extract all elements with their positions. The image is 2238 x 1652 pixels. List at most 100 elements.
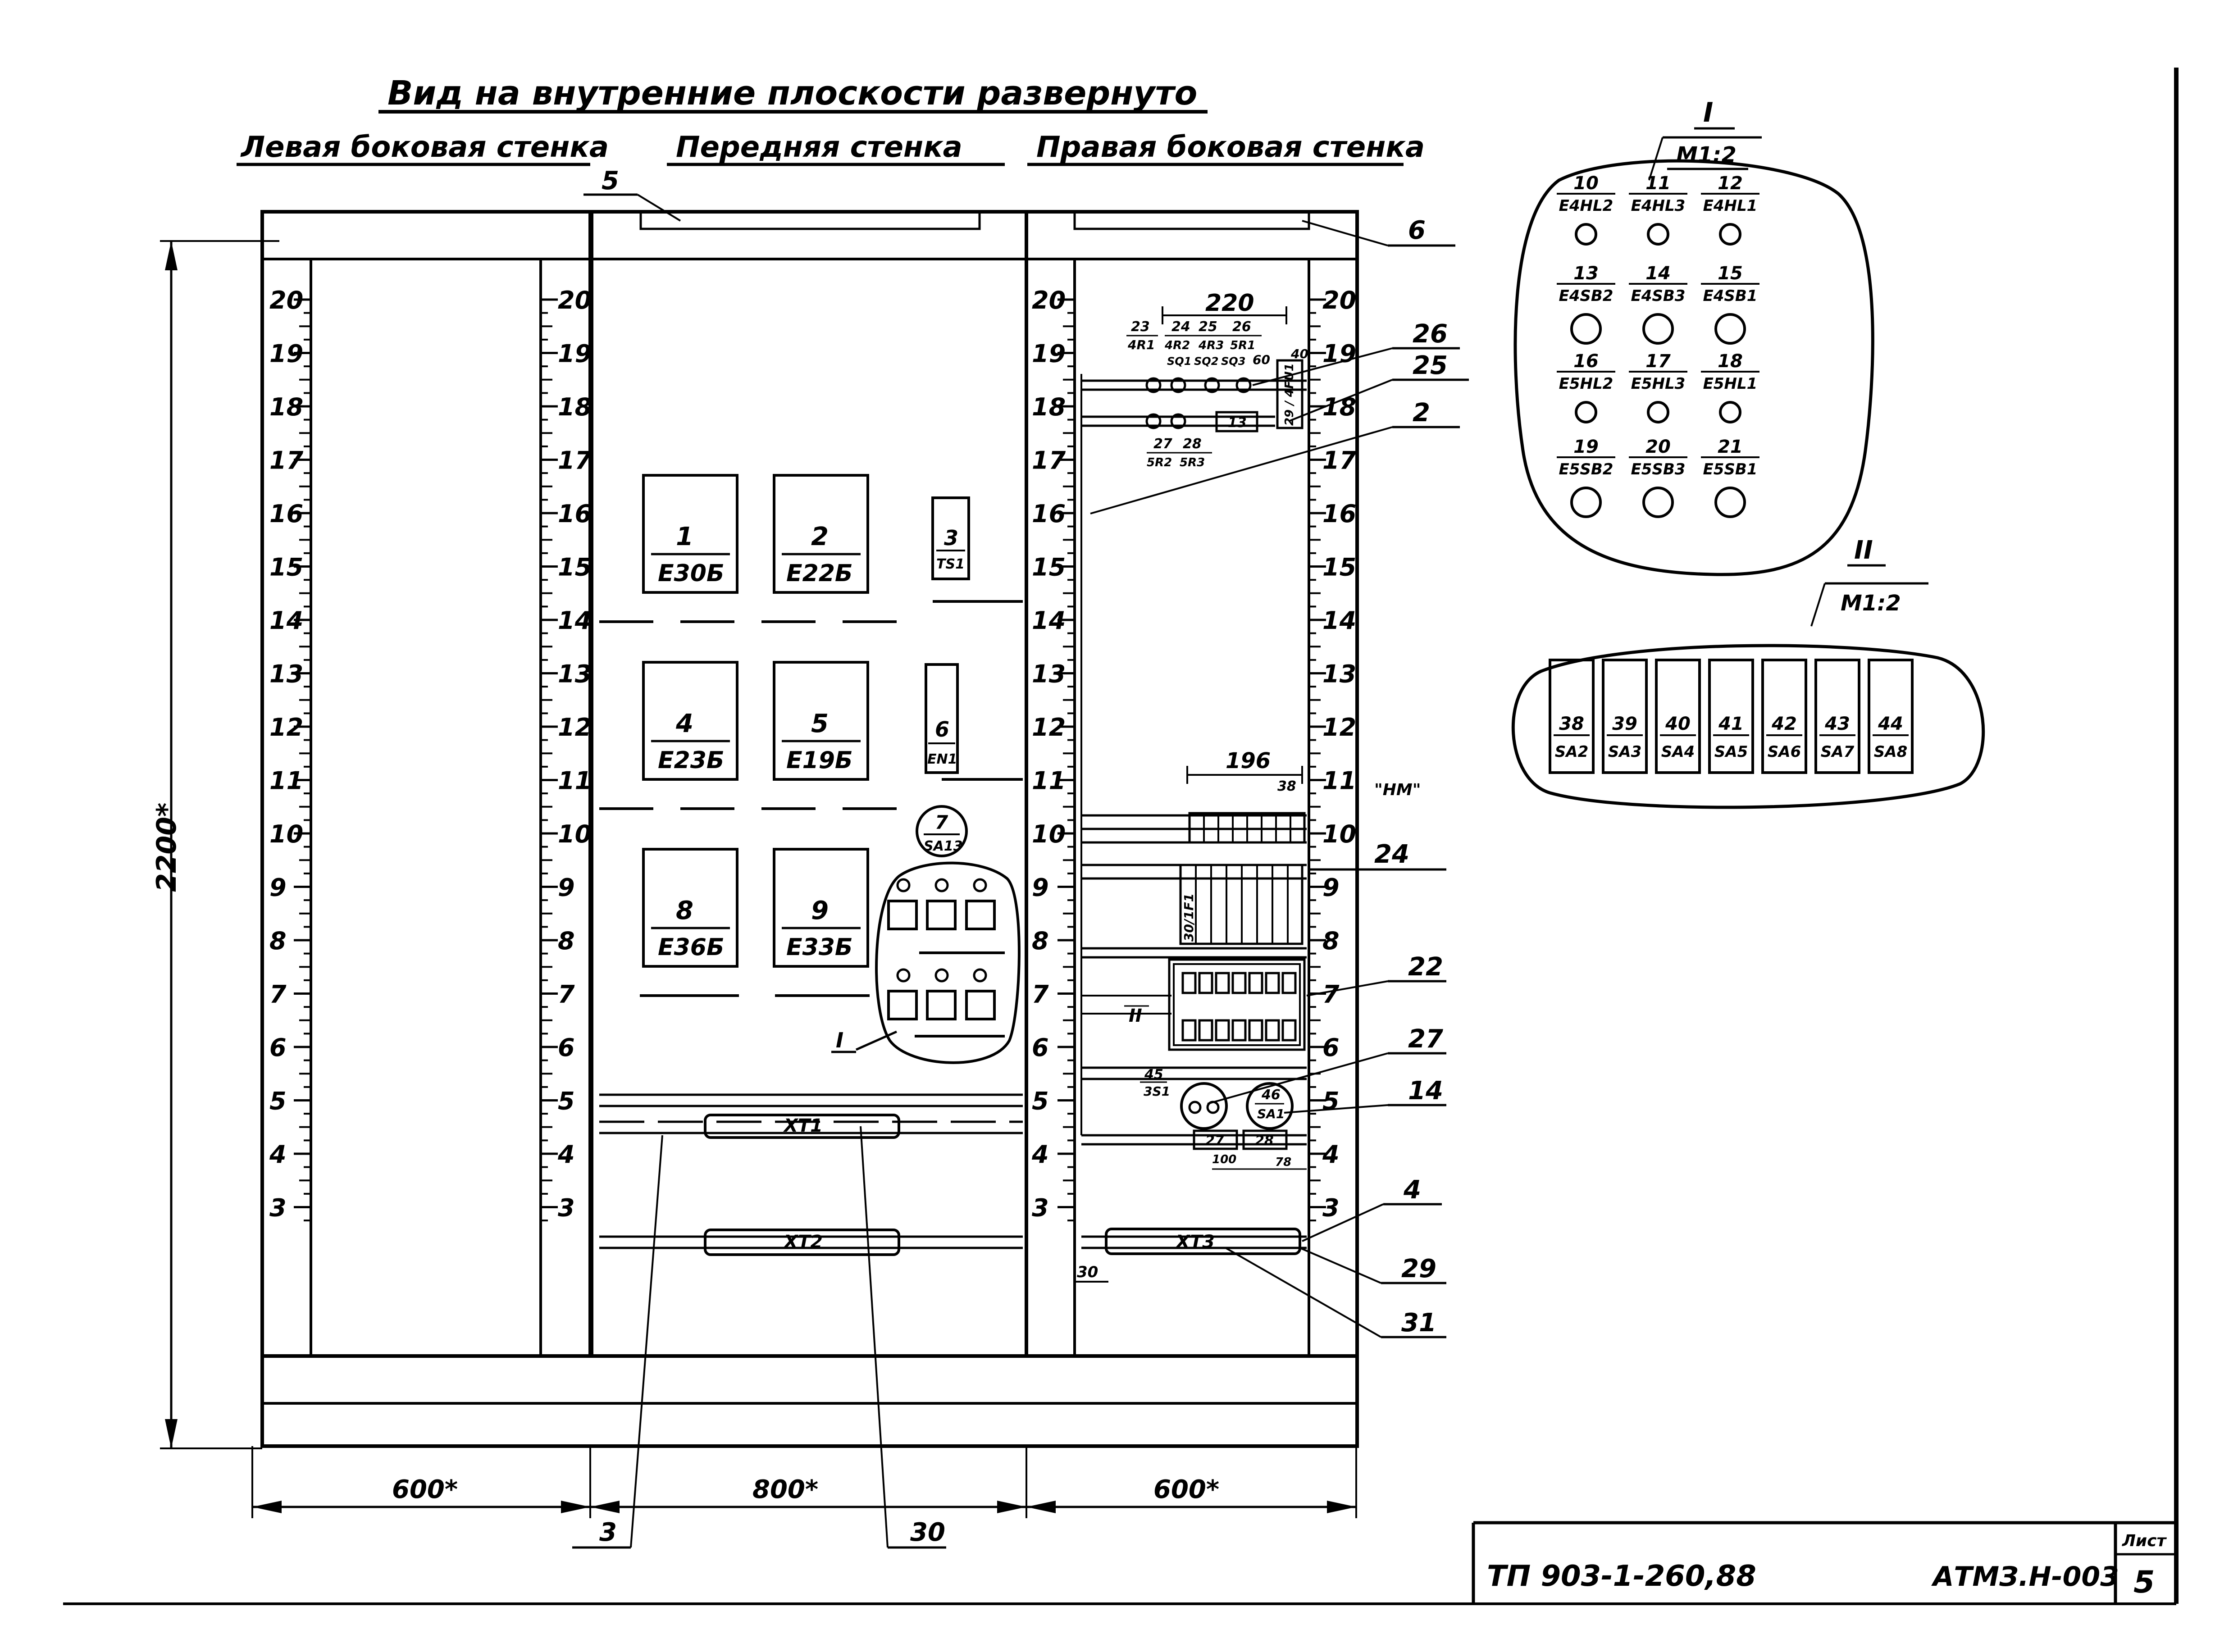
- indicator-lamp-icon: [1575, 223, 1597, 246]
- svg-text:40: 40: [1665, 714, 1691, 734]
- svg-text:13: 13: [1573, 263, 1599, 284]
- svg-text:Е4SB3: Е4SB3: [1631, 287, 1686, 305]
- svg-text:30/1F1: 30/1F1: [1181, 893, 1196, 942]
- scale-number: 16: [1032, 500, 1066, 528]
- svg-text:26: 26: [1232, 319, 1251, 335]
- svg-text:4R2: 4R2: [1164, 339, 1190, 352]
- switch-glyph: [1248, 972, 1263, 994]
- switch-glyph: [1215, 1019, 1230, 1042]
- svg-text:Е30Б: Е30Б: [658, 560, 725, 587]
- scale-number: 8: [558, 927, 575, 955]
- svg-text:20: 20: [1645, 437, 1671, 457]
- device-6: 6 EN1: [925, 663, 959, 774]
- svg-text:26: 26: [1413, 319, 1448, 349]
- scale-number: 11: [1322, 767, 1356, 795]
- scale-number: 4: [269, 1140, 287, 1169]
- svg-text:Е4HL1: Е4HL1: [1703, 197, 1758, 215]
- svg-text:14: 14: [1645, 263, 1671, 284]
- svg-text:SA8: SA8: [1874, 743, 1907, 761]
- svg-text:42: 42: [1771, 714, 1797, 734]
- switch-glyph: [1181, 1019, 1197, 1042]
- scale-number: 3: [1322, 1194, 1340, 1222]
- scale-number: 13: [269, 660, 303, 688]
- scale-number: 9: [269, 874, 287, 902]
- svg-text:2200*: 2200*: [151, 803, 182, 892]
- scale-number: 15: [558, 553, 592, 582]
- scale-number: 12: [269, 713, 303, 742]
- pushbutton-icon: [1714, 313, 1746, 345]
- scale-number: 15: [1032, 553, 1066, 582]
- device-7-switch: 7 SA13: [916, 805, 968, 857]
- scale-number: 10: [558, 820, 592, 848]
- scale-number: 16: [1322, 500, 1356, 528]
- svg-text:45: 45: [1144, 1067, 1163, 1083]
- scale-number: 18: [1322, 393, 1356, 421]
- svg-text:39: 39: [1612, 714, 1637, 734]
- svg-text:2: 2: [1413, 398, 1430, 428]
- scale-number: 7: [558, 980, 575, 1009]
- scale-number: 10: [269, 820, 303, 848]
- doc-code: АТМЗ.Н-003: [1931, 1561, 2119, 1593]
- svg-text:Е5SB3: Е5SB3: [1631, 460, 1686, 478]
- svg-text:11: 11: [1645, 173, 1671, 194]
- mounting-rail-scales: 2019181716151413121110987654320191817161…: [269, 286, 1357, 1222]
- scale-number: 4: [557, 1140, 575, 1169]
- svg-text:16: 16: [1573, 351, 1599, 372]
- svg-text:31: 31: [1401, 1308, 1436, 1338]
- doc-number: ТП 903-1-260,88: [1487, 1560, 1756, 1593]
- svg-text:4R1: 4R1: [1127, 337, 1155, 352]
- scale-number: 12: [558, 713, 592, 742]
- switch-glyph: [1198, 1019, 1213, 1042]
- svg-text:Е5SB2: Е5SB2: [1559, 460, 1614, 478]
- svg-text:46: 46: [1261, 1087, 1281, 1103]
- scale-number: 9: [1032, 874, 1049, 902]
- scale-number: 19: [1322, 340, 1356, 368]
- button-panel-I: I: [831, 861, 1021, 1064]
- svg-text:27: 27: [1408, 1024, 1443, 1054]
- svg-text:23: 23: [1131, 319, 1150, 335]
- svg-text:14: 14: [1408, 1076, 1443, 1106]
- scale-number: 17: [1032, 446, 1066, 475]
- callout-view-I: I: [836, 1028, 843, 1052]
- scale-number: 20: [558, 286, 592, 314]
- svg-text:4: 4: [675, 709, 693, 738]
- indicator-lamp-icon: [1719, 401, 1741, 423]
- svg-text:XT1: XT1: [783, 1115, 823, 1136]
- svg-text:Е4SB1: Е4SB1: [1703, 287, 1758, 305]
- svg-text:196: 196: [1226, 748, 1271, 774]
- scale-number: 15: [269, 553, 303, 582]
- svg-text:SA7: SA7: [1821, 743, 1855, 761]
- svg-text:SQ1: SQ1: [1167, 355, 1191, 368]
- svg-text:28: 28: [1183, 436, 1202, 452]
- svg-text:SQ2: SQ2: [1194, 355, 1218, 368]
- svg-text:II: II: [1854, 536, 1873, 565]
- svg-text:SA13: SA13: [924, 838, 963, 854]
- svg-text:29: 29: [1401, 1254, 1436, 1283]
- svg-text:600*: 600*: [1153, 1475, 1219, 1504]
- view-II: II М1:2 38SA239SA340SA441SA542SA643SA744…: [1511, 536, 1985, 809]
- svg-text:6: 6: [1408, 216, 1426, 245]
- device-2: 2 Е22Б: [773, 474, 869, 594]
- scale-number: 20: [269, 286, 303, 314]
- scale-number: 17: [269, 446, 304, 475]
- scale-number: 13: [558, 660, 592, 688]
- scale-number: 10: [1032, 820, 1066, 848]
- svg-text:27: 27: [1153, 436, 1172, 452]
- svg-text:18: 18: [1718, 351, 1743, 372]
- scale-number: 8: [1322, 927, 1340, 955]
- svg-text:Е33Б: Е33Б: [786, 934, 853, 961]
- svg-text:3: 3: [944, 526, 958, 550]
- indicator-lamp-icon: [1647, 223, 1669, 246]
- scale-number: 3: [1032, 1194, 1049, 1222]
- indicator-lamp-icon: [1647, 401, 1669, 423]
- view-I: I М1:2 10Е4HL211Е4HL312Е4HL113Е4SB214Е4S…: [1513, 97, 1874, 576]
- svg-text:2: 2: [811, 522, 829, 551]
- svg-text:5: 5: [602, 166, 619, 196]
- svg-text:38: 38: [1559, 714, 1584, 734]
- pushbutton-icon: [1642, 487, 1674, 518]
